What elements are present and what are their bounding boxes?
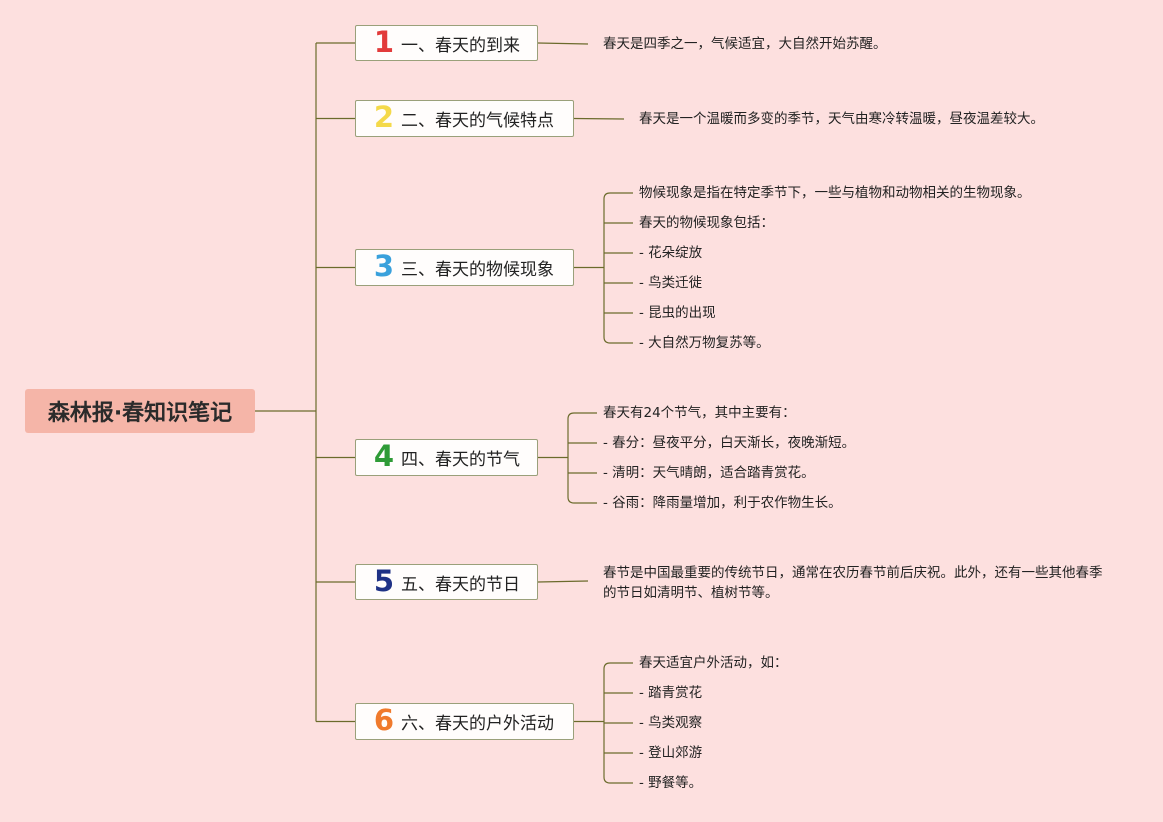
leaf-text: - 昆虫的出现 (639, 305, 716, 321)
leaf-connector (603, 662, 633, 670)
topic-label: 四、春天的节气 (401, 450, 520, 470)
topic-node-5[interactable]: 5 五、春天的节日 (355, 564, 538, 600)
leaf-text: - 踏青赏花 (639, 685, 703, 701)
topic-number: 4 (373, 439, 395, 473)
leaf-text: - 野餐等。 (639, 775, 703, 791)
leaf-text: 春天是一个温暖而多变的季节，天气由寒冷转温暖，昼夜温差较大。 (639, 111, 1044, 127)
topic-node-2[interactable]: 2 二、春天的气候特点 (355, 100, 574, 137)
topic-number: 5 (373, 563, 395, 598)
topic-number: 1 (373, 24, 395, 59)
topic-label: 二、春天的气候特点 (401, 111, 554, 131)
topic-label: 六、春天的户外活动 (401, 714, 554, 734)
leaf-connector (567, 496, 597, 504)
leaf-text: - 登山郊游 (639, 745, 703, 761)
topic-number: 2 (373, 100, 395, 134)
leaf-connector (603, 192, 633, 200)
leaf-connector (537, 42, 589, 45)
topic-number: 6 (373, 703, 395, 737)
topic-label: 五、春天的节日 (401, 574, 520, 595)
leaf-text: - 大自然万物复苏等。 (639, 335, 770, 351)
topic-node-1[interactable]: 1 一、春天的到来 (355, 25, 538, 61)
leaf-connector (603, 776, 633, 784)
leaf-text: - 清明：天气晴朗，适合踏青赏花。 (603, 465, 815, 481)
topic-label: 一、春天的到来 (401, 35, 520, 56)
leaf-connector (567, 412, 597, 420)
leaf-text: 春天有24个节气，其中主要有： (603, 405, 796, 421)
leaf-connector (537, 580, 589, 583)
topic-label: 三、春天的物候现象 (401, 260, 554, 280)
topic-node-4[interactable]: 4 四、春天的节气 (355, 439, 538, 476)
topic-number: 3 (373, 249, 395, 283)
topic-node-3[interactable]: 3 三、春天的物候现象 (355, 249, 574, 286)
leaf-text: - 谷雨：降雨量增加，利于农作物生长。 (603, 495, 842, 511)
leaf-text: - 鸟类观察 (639, 715, 703, 731)
leaf-text: - 花朵绽放 (639, 245, 703, 261)
leaf-text: 春天适宜户外活动，如： (639, 655, 788, 671)
root-label: 森林报·春知识笔记 (47, 401, 233, 426)
topic-node-6[interactable]: 6 六、春天的户外活动 (355, 703, 574, 740)
root-node[interactable]: 森林报·春知识笔记 (25, 389, 255, 433)
leaf-text: 春天是四季之一，气候适宜，大自然开始苏醒。 (603, 36, 887, 52)
leaf-text: 春节是中国最重要的传统节日，通常在农历春节前后庆祝。此外，还有一些其他春季的节日… (603, 565, 1103, 601)
leaf-text: - 春分：昼夜平分，白天渐长，夜晚渐短。 (603, 435, 856, 451)
leaf-connector (603, 336, 633, 344)
leaf-text: 物候现象是指在特定季节下，一些与植物和动物相关的生物现象。 (639, 185, 1031, 201)
leaf-text: - 鸟类迁徙 (639, 275, 703, 291)
leaf-connector (573, 117, 625, 120)
leaf-text: 春天的物候现象包括： (639, 215, 774, 231)
